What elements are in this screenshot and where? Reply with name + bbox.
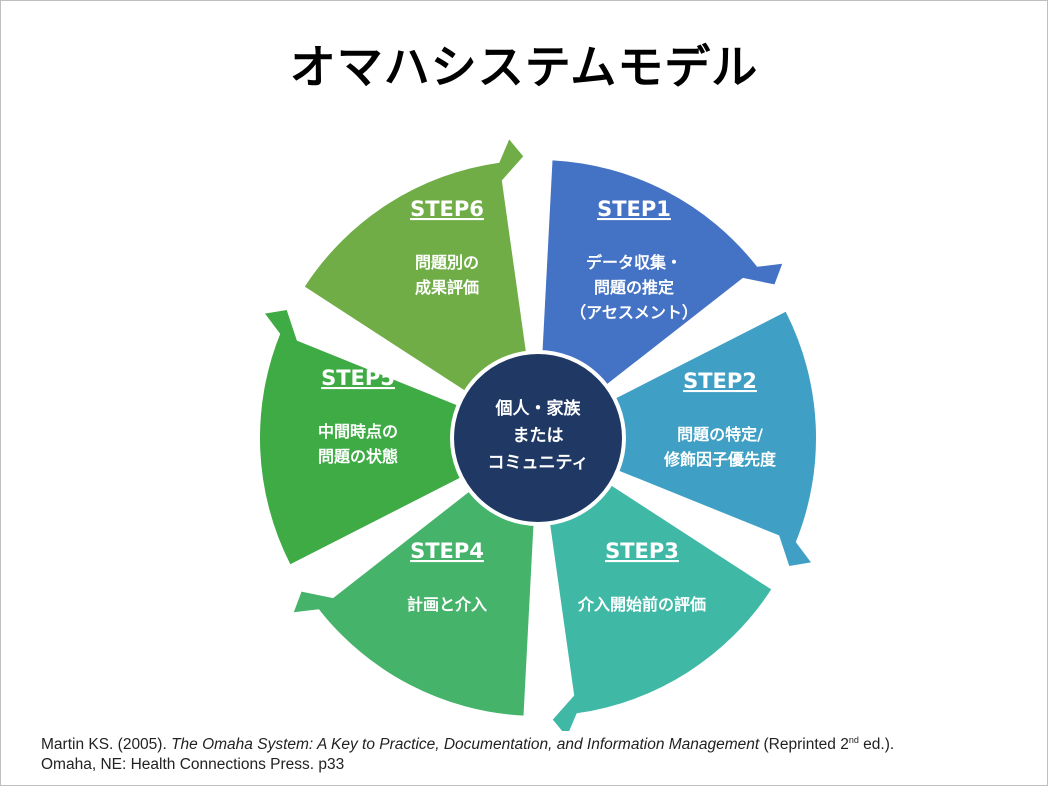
citation-book-title: The Omaha System: A Key to Practice, Doc… [171, 736, 760, 753]
center-circle [450, 350, 626, 526]
step6-label: STEP6 [410, 197, 484, 221]
step2-segment [538, 311, 817, 566]
center-text-line: コミュニティ [488, 453, 589, 473]
step6-description-line: 成果評価 [415, 278, 479, 297]
step1-description-line: 問題の推定 [594, 278, 674, 297]
center-text-line: または [513, 426, 564, 446]
cycle-diagram: STEP1 データ収集・問題の推定 （アセスメント） STEP2 問題の特定/修飾因子優… [259, 139, 817, 731]
step3-description-line: 介入開始前の評価 [577, 595, 706, 614]
citation-author: Martin KS. (2005). [41, 736, 172, 753]
citation-edition-end: ed.). [858, 736, 895, 753]
step2-description-line: 問題の特定/ [677, 425, 763, 444]
step1-description-line: （アセスメント） [570, 303, 698, 322]
citation-line-2: Omaha, NE: Health Connections Press. p33 [41, 756, 345, 773]
citation-edition: (Reprinted 2 [759, 736, 849, 753]
citation: Martin KS. (2005). The Omaha System: A K… [41, 735, 1041, 775]
step2-label: STEP2 [683, 369, 757, 393]
step1-segment [538, 160, 783, 438]
step5-description-line: 問題の状態 [318, 447, 398, 466]
step3-segment [538, 438, 772, 731]
citation-edition-sup: nd [848, 734, 859, 745]
step4-label: STEP4 [410, 539, 484, 563]
step5-segment [259, 310, 538, 565]
step5-label: STEP5 [321, 366, 395, 390]
page-title: オマハシステムモデル [289, 40, 759, 94]
step4-description-line: 計画と介入 [407, 595, 487, 614]
step4-segment [293, 438, 538, 716]
step5-description-line: 中間時点の [318, 422, 398, 441]
step3-label: STEP3 [605, 539, 679, 563]
step6-segment [304, 139, 538, 438]
step1-label: STEP1 [597, 197, 671, 221]
step1-description-line: データ収集・ [586, 253, 682, 272]
step2-description-line: 修飾因子優先度 [663, 450, 777, 469]
step6-description-line: 問題別の [415, 253, 479, 272]
center-text-line: 個人・家族 [495, 398, 582, 419]
citation-line-1: Martin KS. (2005). The Omaha System: A K… [41, 735, 1041, 755]
